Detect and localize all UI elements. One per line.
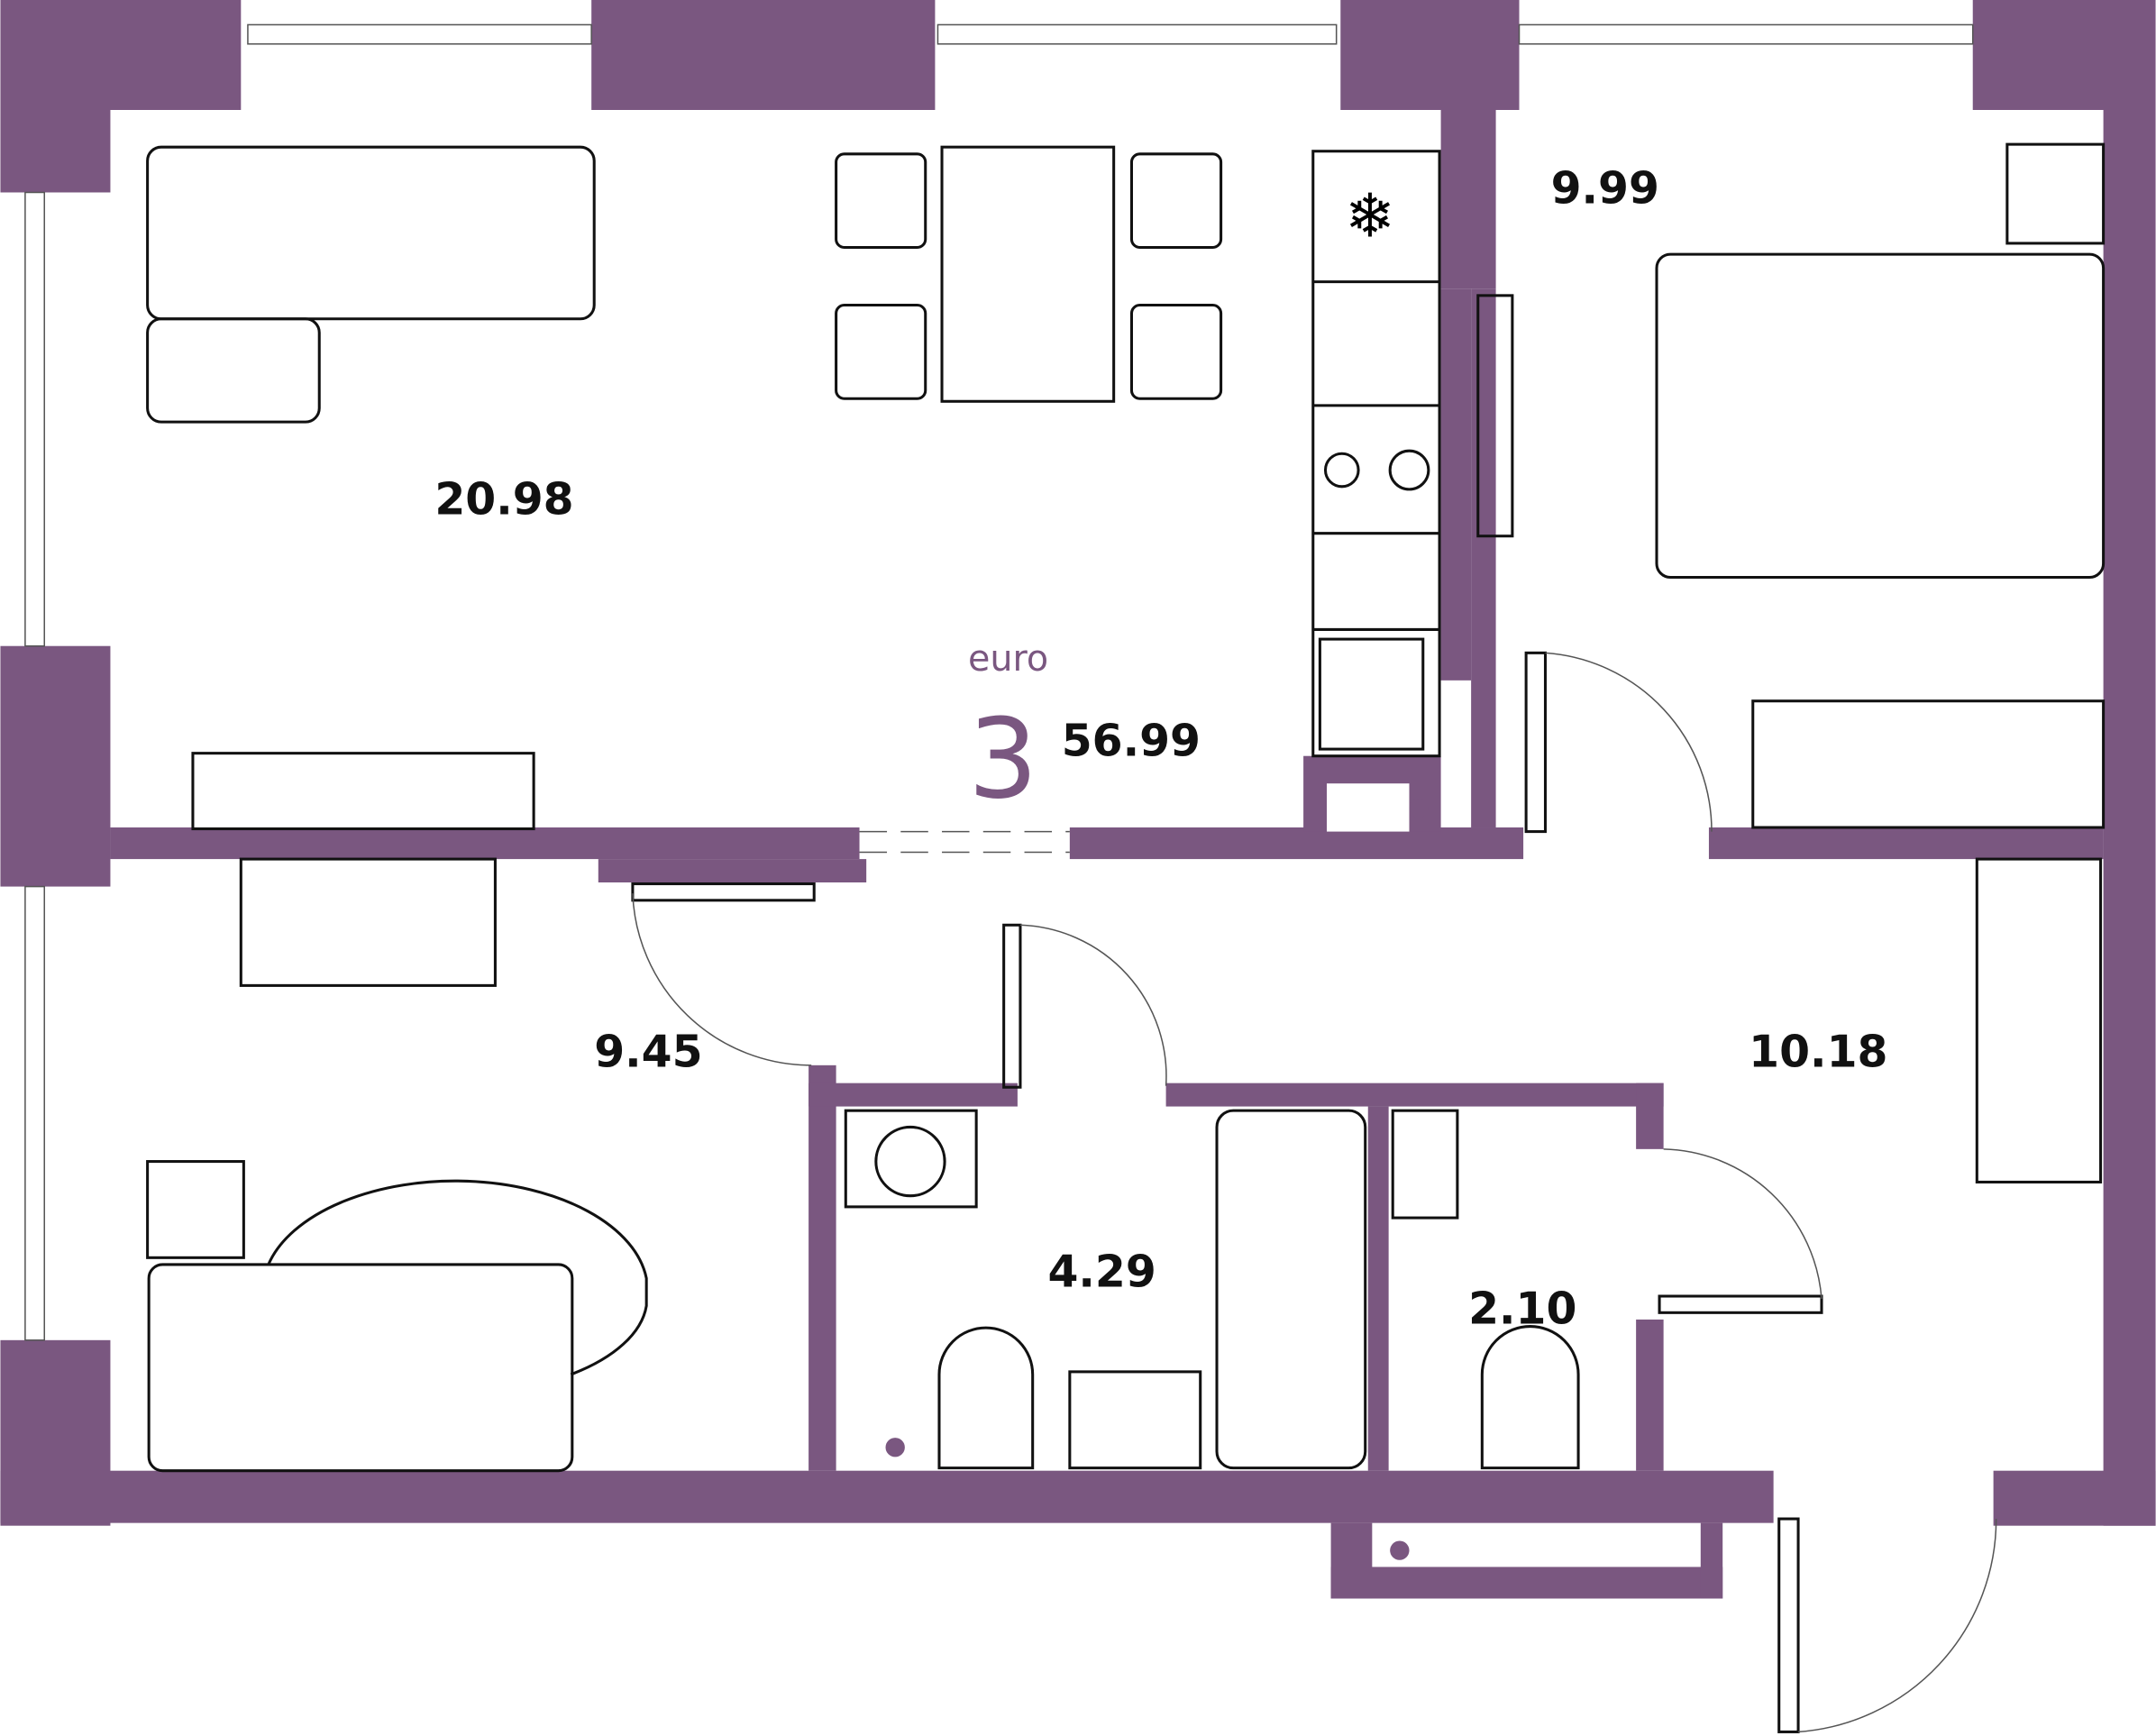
walls	[0, 0, 2156, 1599]
room-area-bathroom: 4.29	[1047, 1246, 1156, 1297]
room-area-bedroom: 9.99	[1551, 163, 1659, 215]
room-area-living: 20.98	[434, 473, 573, 525]
doors	[631, 651, 1997, 1733]
rooms-count: 3	[968, 695, 1038, 823]
windows	[24, 23, 1974, 1341]
room-area-toilet: 2.10	[1468, 1284, 1576, 1335]
furniture: ❄	[146, 142, 2106, 1473]
labels: euro 3 56.99 20.98 9.99 9.45 10.18 4.29 …	[434, 163, 1887, 1335]
room-area-study: 9.45	[594, 1026, 702, 1077]
snowflake-icon: ❄	[1345, 180, 1395, 251]
total-area: 56.99	[1062, 716, 1201, 767]
plan-type-label: euro	[968, 638, 1048, 680]
room-area-hallway: 10.18	[1749, 1026, 1887, 1077]
